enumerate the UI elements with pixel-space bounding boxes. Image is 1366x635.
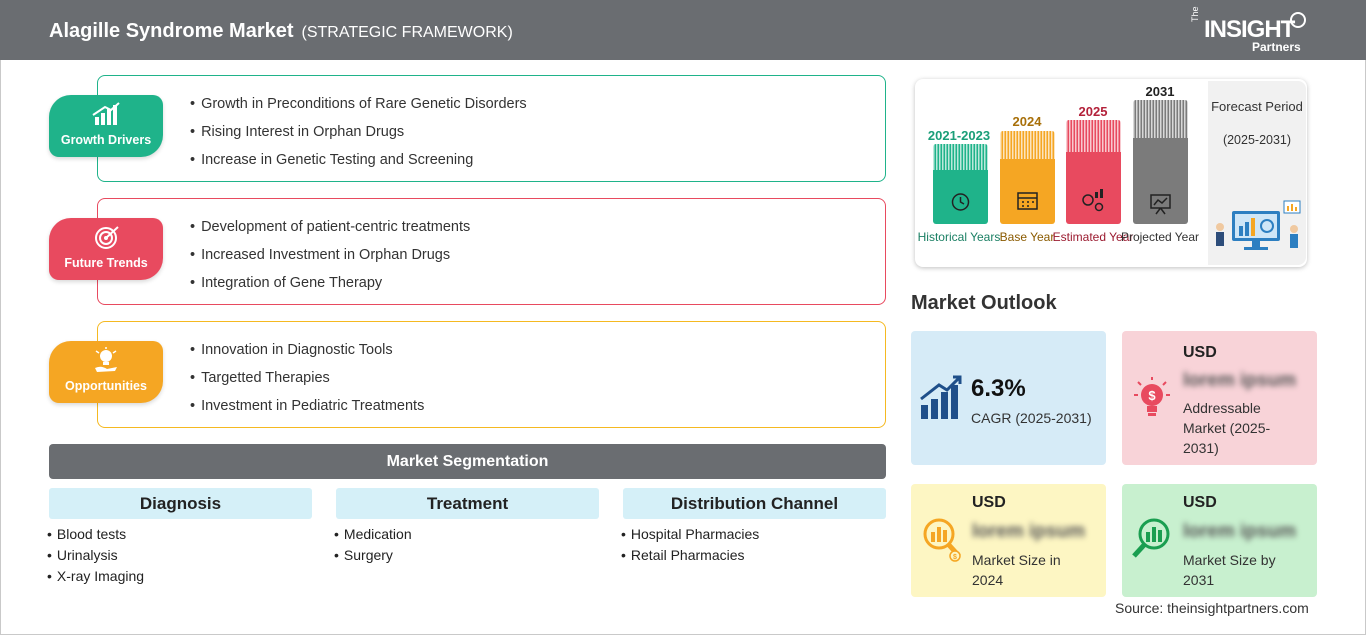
list-item: Growth in Preconditions of Rare Genetic … bbox=[190, 90, 527, 118]
list-item: Development of patient-centric treatment… bbox=[190, 213, 470, 241]
list-item: Increase in Genetic Testing and Screenin… bbox=[190, 146, 527, 174]
target-icon bbox=[95, 226, 119, 249]
timeline-bar-estimated bbox=[1066, 120, 1121, 224]
analytics-people-icon bbox=[1216, 200, 1301, 250]
list-item: Urinalysis bbox=[47, 545, 144, 566]
growth-drivers-badge: Growth Drivers bbox=[49, 95, 163, 157]
market-segmentation-header: Market Segmentation bbox=[49, 444, 886, 479]
growth-drivers-label: Growth Drivers bbox=[60, 133, 152, 147]
future-trends-label: Future Trends bbox=[64, 256, 148, 270]
insight-partners-logo[interactable]: The INSIGHT Partners bbox=[1190, 6, 1310, 54]
magnifier-growth-icon bbox=[1132, 518, 1170, 558]
logo-the: The bbox=[1190, 6, 1200, 22]
timeline-caption-base: Base Year bbox=[999, 230, 1055, 244]
lightbulb-hand-icon bbox=[95, 347, 117, 372]
logo-ring-icon bbox=[1290, 12, 1306, 28]
opportunities-badge: Opportunities bbox=[49, 341, 163, 403]
market-size-2024-value: lorem ipsum bbox=[972, 521, 1085, 542]
market-size-2024-currency: USD bbox=[972, 494, 1006, 511]
growth-chart-icon bbox=[92, 102, 120, 125]
page-subtitle: (STRATEGIC FRAMEWORK) bbox=[301, 24, 513, 41]
list-item: Medication bbox=[334, 524, 412, 545]
list-item: X-ray Imaging bbox=[47, 566, 144, 587]
market-size-2024-card: $ USD lorem ipsum Market Size in 2024 bbox=[911, 484, 1106, 597]
timeline-caption-projected: Projected Year bbox=[1120, 230, 1200, 244]
growth-drivers-list: Growth in Preconditions of Rare Genetic … bbox=[190, 90, 527, 174]
cagr-value: 6.3% bbox=[971, 375, 1026, 402]
addressable-market-card: $ USD lorem ipsum Addressable Market (20… bbox=[1122, 331, 1317, 465]
segment-list-treatment: Medication Surgery bbox=[334, 524, 412, 566]
page-title: Alagille Syndrome Market (STRATEGIC FRAME… bbox=[49, 20, 513, 43]
timeline-year-projected: 2031 bbox=[1145, 84, 1175, 99]
lightbulb-dollar-icon: $ bbox=[1134, 377, 1170, 416]
svg-text:$: $ bbox=[1148, 388, 1156, 403]
addressable-market-currency: USD bbox=[1183, 344, 1217, 361]
forecast-period-title: Forecast Period bbox=[1211, 99, 1303, 114]
list-item: Increased Investment in Orphan Drugs bbox=[190, 241, 470, 269]
cagr-card: 6.3% CAGR (2025-2031) bbox=[911, 331, 1106, 465]
segment-list-diagnosis: Blood tests Urinalysis X-ray Imaging bbox=[47, 524, 144, 587]
cagr-label: CAGR (2025-2031) bbox=[971, 410, 1092, 426]
segment-heading-diagnosis: Diagnosis bbox=[49, 488, 312, 519]
opportunities-label: Opportunities bbox=[65, 379, 147, 393]
timeline-year-base: 2024 bbox=[1012, 114, 1042, 129]
timeline-year-historical: 2021-2023 bbox=[927, 128, 991, 143]
addressable-market-label: Addressable Market (2025-2031) bbox=[1183, 400, 1271, 456]
timeline-bar-historical bbox=[933, 144, 988, 224]
addressable-market-value: lorem ipsum bbox=[1183, 370, 1296, 391]
list-item: Retail Pharmacies bbox=[621, 545, 759, 566]
list-item: Investment in Pediatric Treatments bbox=[190, 392, 424, 420]
list-item: Surgery bbox=[334, 545, 412, 566]
market-outlook-title: Market Outlook bbox=[911, 292, 1057, 314]
source-text: Source: theinsightpartners.com bbox=[1115, 600, 1309, 616]
magnifier-chart-icon: $ bbox=[923, 518, 961, 562]
growth-drivers-box: Growth in Preconditions of Rare Genetic … bbox=[97, 75, 886, 182]
logo-partners: Partners bbox=[1252, 40, 1301, 54]
future-trends-badge: Future Trends bbox=[49, 218, 163, 280]
list-item: Targetted Therapies bbox=[190, 364, 424, 392]
growth-bars-icon bbox=[920, 375, 962, 419]
list-item: Blood tests bbox=[47, 524, 144, 545]
segment-list-distribution-channel: Hospital Pharmacies Retail Pharmacies bbox=[621, 524, 759, 566]
timeline-year-estimated: 2025 bbox=[1078, 104, 1108, 119]
market-size-2031-currency: USD bbox=[1183, 494, 1217, 511]
future-trends-box: Development of patient-centric treatment… bbox=[97, 198, 886, 305]
forecast-period-panel: Forecast Period (2025-2031) bbox=[1208, 81, 1306, 265]
page-title-text: Alagille Syndrome Market bbox=[49, 20, 294, 42]
timeline-bar-base bbox=[1000, 131, 1055, 224]
header-bar: Alagille Syndrome Market (STRATEGIC FRAME… bbox=[0, 0, 1366, 60]
presentation-chart-icon bbox=[1133, 100, 1188, 224]
gears-chart-icon bbox=[1066, 120, 1121, 224]
future-trends-list: Development of patient-centric treatment… bbox=[190, 213, 470, 297]
market-size-2031-label: Market Size by 2031 bbox=[1183, 552, 1276, 588]
timeline-bar-projected bbox=[1133, 100, 1188, 224]
opportunities-box: Innovation in Diagnostic Tools Targetted… bbox=[97, 321, 886, 428]
history-clock-icon bbox=[933, 144, 988, 224]
segment-heading-treatment: Treatment bbox=[336, 488, 599, 519]
market-size-2031-value: lorem ipsum bbox=[1183, 521, 1296, 542]
list-item: Integration of Gene Therapy bbox=[190, 269, 470, 297]
timeline-caption-historical: Historical Years bbox=[917, 230, 1001, 244]
logo-brand: INSIGHT bbox=[1204, 16, 1295, 43]
list-item: Innovation in Diagnostic Tools bbox=[190, 336, 424, 364]
opportunities-list: Innovation in Diagnostic Tools Targetted… bbox=[190, 336, 424, 420]
svg-text:$: $ bbox=[953, 554, 957, 561]
list-item: Rising Interest in Orphan Drugs bbox=[190, 118, 527, 146]
list-item: Hospital Pharmacies bbox=[621, 524, 759, 545]
forecast-period-range: (2025-2031) bbox=[1222, 133, 1292, 147]
timeline-caption-estimated: Estimated Year bbox=[1052, 230, 1134, 244]
market-size-2031-card: USD lorem ipsum Market Size by 2031 bbox=[1122, 484, 1317, 597]
market-size-2024-label: Market Size in 2024 bbox=[972, 552, 1061, 588]
calendar-icon bbox=[1000, 131, 1055, 224]
segment-heading-distribution-channel: Distribution Channel bbox=[623, 488, 886, 519]
